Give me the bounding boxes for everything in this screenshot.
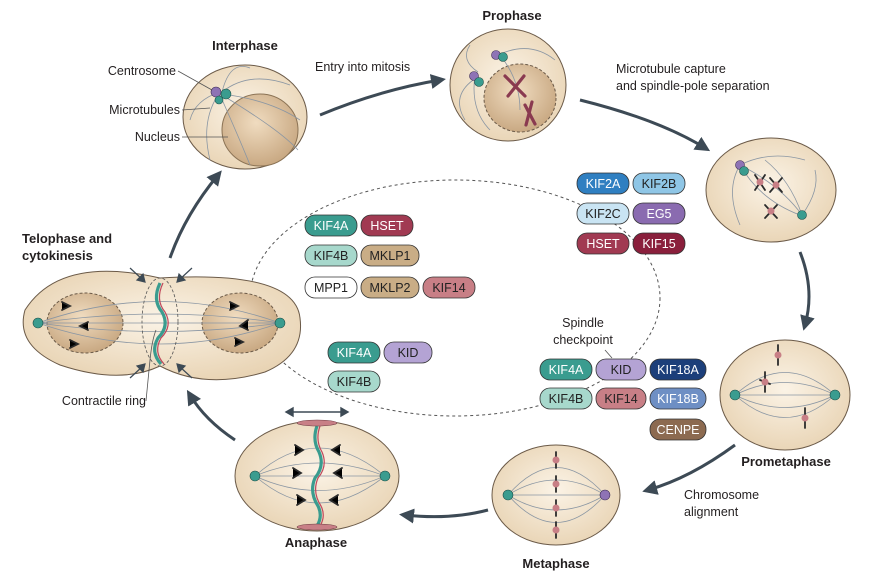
kinesin-pill-label: KIF4A	[337, 346, 372, 360]
kinesin-pill-label: KIF14	[604, 392, 637, 406]
prophase-kinesin-group: KIF2A KIF2B KIF2C EG5 HSET KIF15	[576, 172, 686, 255]
kinesin-pill-label: MKLP2	[370, 281, 411, 295]
prometaphase-cell	[719, 339, 851, 451]
kinesin-pill: KIF2A	[576, 172, 630, 195]
kinesin-pill-label: KIF2A	[586, 177, 621, 191]
kinesin-pill-label: KIF15	[642, 237, 675, 251]
arrow-prometaphase-to-metaphase	[642, 443, 736, 495]
interphase-nucleus	[221, 93, 299, 167]
kinesin-pill-label: KIF4B	[549, 392, 584, 406]
prometaphase-title: Prometaphase	[741, 454, 831, 469]
entry-into-mitosis-label: Entry into mitosis	[315, 60, 410, 74]
kinesin-pill-label: KIF18B	[657, 392, 699, 406]
kinesin-pill: KID	[595, 358, 647, 381]
kinesin-pill: MPP1	[304, 276, 358, 299]
kinesin-pill: KIF4A	[539, 358, 593, 381]
arrow-prophase-to-spindle	[579, 98, 711, 152]
kinesin-pill-label: EG5	[646, 207, 671, 221]
arrow-telophase-to-interphase	[168, 170, 222, 259]
kinesin-pill-label: KIF14	[432, 281, 465, 295]
prophase-title: Prophase	[482, 8, 541, 23]
capture-label-line1: Microtubule capture	[616, 62, 726, 76]
kinesin-pill-label: KIF2C	[585, 207, 620, 221]
interphase-title: Interphase	[212, 38, 278, 53]
arrow-spindle-to-prometaphase	[798, 251, 815, 331]
kinesin-pill: KIF4B	[327, 370, 381, 393]
kinesin-pill: KIF2B	[632, 172, 686, 195]
telophase-cell	[22, 267, 302, 381]
arrow-anaphase-to-telophase	[186, 389, 236, 442]
arrow-metaphase-to-anaphase	[399, 508, 489, 524]
kinesin-pill-label: KIF4A	[314, 219, 349, 233]
kinesin-pill-label: KIF4B	[337, 375, 372, 389]
kinesin-pill-label: HSET	[370, 219, 404, 233]
telophase-midbody	[153, 282, 167, 366]
kinesin-pill: KIF18A	[649, 358, 707, 381]
kinesin-pill: KIF2C	[576, 202, 630, 225]
capture-label-line2: and spindle-pole separation	[616, 79, 770, 93]
kinesin-pill: KID	[383, 341, 433, 364]
alignment-label-line1: Chromosome	[684, 488, 759, 502]
kinesin-pill-label: HSET	[586, 237, 620, 251]
kinesin-pill: MKLP1	[360, 244, 420, 267]
kinesin-pill: EG5	[632, 202, 686, 225]
spindle-pole-separation-cell	[705, 137, 837, 243]
kinesin-pill: KIF4A	[327, 341, 381, 364]
nucleus-label: Nucleus	[135, 130, 180, 144]
kinesin-pill: KIF4A	[304, 214, 358, 237]
centrosome-label: Centrosome	[108, 64, 176, 78]
microtubules-label: Microtubules	[109, 103, 180, 117]
interphase-cell	[182, 64, 308, 170]
kinesin-pill-label: MPP1	[314, 281, 348, 295]
alignment-label-line2: alignment	[684, 505, 739, 519]
kinesin-pill-label: KIF4B	[314, 249, 349, 263]
telophase-title-line2: cytokinesis	[22, 248, 93, 263]
metaphase-cell	[491, 444, 621, 546]
kinesin-pill: KIF14	[422, 276, 476, 299]
checkpoint-label-line2: checkpoint	[553, 333, 613, 347]
anaphase-kinesin-group: KIF4A KID KIF4B	[327, 341, 433, 393]
arrow-interphase-to-prophase	[319, 74, 446, 117]
kinesin-pill-label: KIF18A	[657, 363, 699, 377]
prophase-cell	[449, 28, 567, 142]
contractile-ring-label: Contractile ring	[62, 394, 146, 408]
kinesin-pill-label: MKLP1	[370, 249, 411, 263]
kinesin-pill-label: KIF2B	[642, 177, 677, 191]
kinesin-pill-label: KID	[398, 346, 419, 360]
metaphase-title: Metaphase	[522, 556, 589, 571]
kinesin-pill: HSET	[360, 214, 414, 237]
anaphase-midzone	[311, 425, 323, 527]
kinesin-pill: KIF14	[595, 387, 647, 410]
kinesin-pill: CENPE	[649, 418, 707, 441]
kinesin-pill: MKLP2	[360, 276, 420, 299]
kinesin-pill: KIF4B	[304, 244, 358, 267]
anaphase-title: Anaphase	[285, 535, 347, 550]
kinesin-pill-label: KIF4A	[549, 363, 584, 377]
kinesin-pill: KIF4B	[539, 387, 593, 410]
kinesin-pill: KIF15	[632, 232, 686, 255]
kinesin-pill-label: CENPE	[656, 423, 699, 437]
telophase-title-line1: Telophase and	[22, 231, 112, 246]
metaphase-kinesin-group: KIF4A KID KIF18A KIF4B KIF14 KIF18B CENP…	[539, 358, 707, 441]
anaphase-cell	[234, 406, 400, 532]
interphase-kinesin-group: KIF4A HSET KIF4B MKLP1 MPP1 MKLP2 KIF14	[304, 214, 476, 299]
checkpoint-label-line1: Spindle	[562, 316, 604, 330]
kinesin-pill-label: KID	[611, 363, 632, 377]
kinesin-pill: HSET	[576, 232, 630, 255]
kinesin-pill: KIF18B	[649, 387, 707, 410]
